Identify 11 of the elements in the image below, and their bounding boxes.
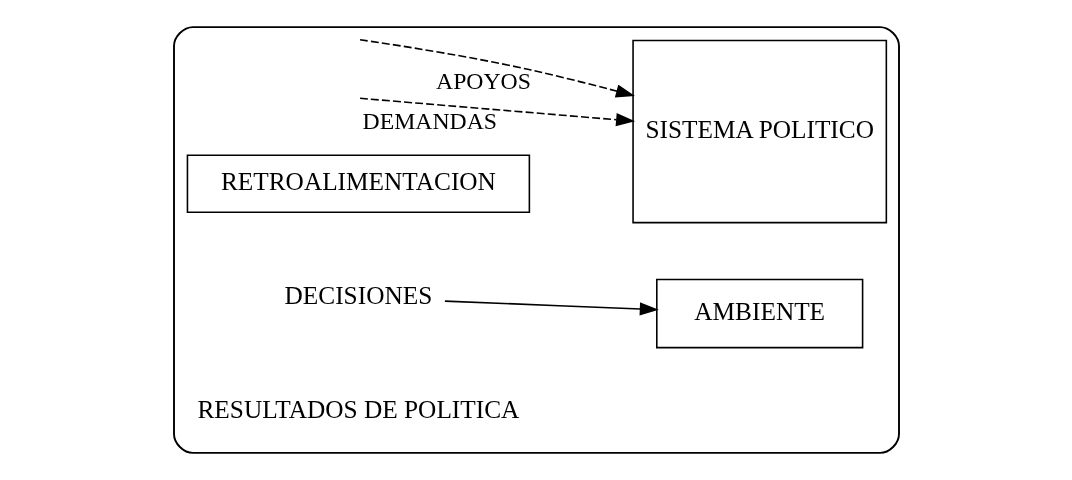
- node-box: AMBIENTE: [655, 278, 863, 349]
- arrow: [358, 97, 635, 127]
- node-text: DECISIONES: [284, 280, 432, 309]
- label: RESULTADOS DE POLITICA: [196, 394, 519, 423]
- node-box: RETROALIMENTACION: [186, 154, 530, 214]
- arrow: [443, 300, 659, 316]
- node-box: SISTEMA POLITICO: [631, 39, 887, 224]
- cluster: [172, 26, 900, 454]
- edge-label: DEMANDAS: [362, 107, 497, 134]
- edge-label: APOYOS: [435, 67, 531, 94]
- arrow: [358, 39, 635, 98]
